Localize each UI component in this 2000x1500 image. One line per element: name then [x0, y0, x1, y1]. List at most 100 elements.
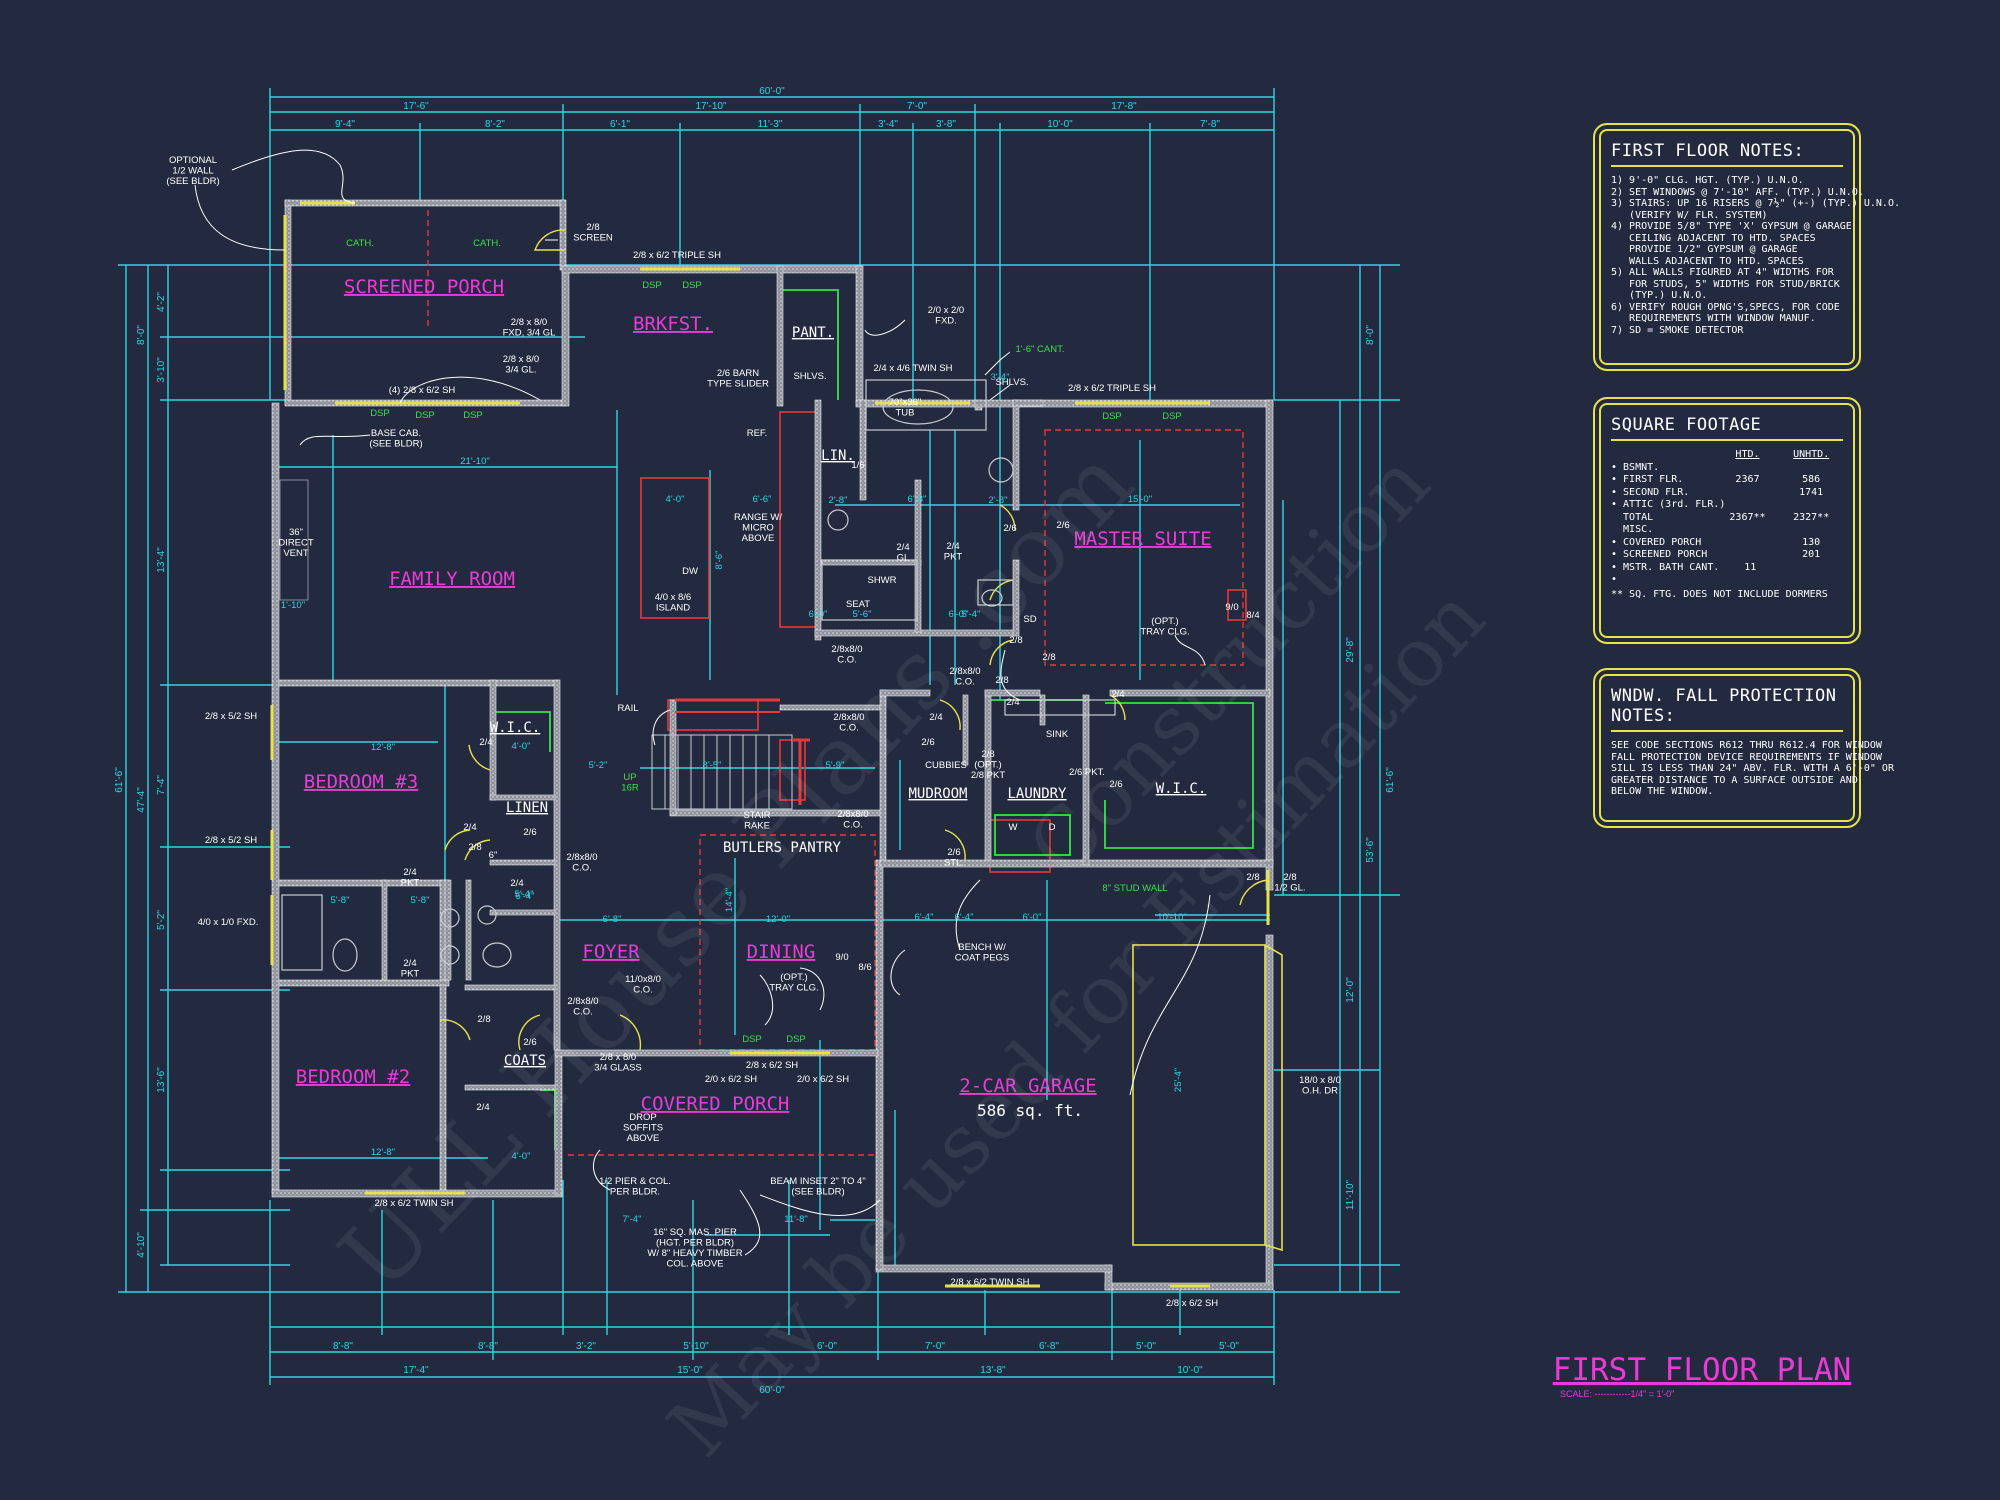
- callout-beam: BEAM INSET 2" TO 4"(SEE BLDR): [770, 1176, 865, 1198]
- door-size-label: 2/6: [1003, 523, 1016, 534]
- room-screened-porch: SCREENED PORCH: [344, 276, 504, 298]
- int-dim: 1'-10": [281, 600, 305, 611]
- callout-triple-sh-top: 2/8 x 6/2 TRIPLE SH: [633, 250, 721, 261]
- square-footage-row: • SECOND FLR.1741: [1611, 487, 1843, 500]
- walls: [271, 199, 1274, 1291]
- dim-top2-1: 8'-2": [485, 119, 505, 130]
- square-footage-cell: 586: [1802, 474, 1821, 485]
- dim-left-overall: 61'-6": [114, 767, 125, 793]
- int-dim: 5'-2": [589, 760, 608, 771]
- square-footage-cell: MISC.: [1611, 524, 1654, 535]
- door-size-label: 2/6: [921, 737, 934, 748]
- int-dim: 2'-8": [829, 495, 848, 506]
- dim-top2-0: 9'-4": [335, 119, 355, 130]
- room-brkfst: BRKFST.: [633, 313, 713, 335]
- dim-top2-5: 3'-8": [936, 119, 956, 130]
- callout-pant-shlvs: SHLVS.: [793, 371, 826, 382]
- room-family-room: FAMILY ROOM: [389, 568, 515, 590]
- int-dim: 4'-0": [512, 741, 531, 752]
- callout-sh-2-0b: 2/0 x 6/2 SH: [797, 1074, 849, 1085]
- first-floor-note-line: 3) STAIRS: UP 16 RISERS @ 7½" (+-) (TYP.…: [1611, 198, 1900, 209]
- callout-cath2: CATH.: [473, 238, 501, 249]
- first-floor-note-line: (TYP.) U.N.O.: [1611, 290, 1708, 301]
- int-dim: 6'-0": [809, 609, 828, 620]
- square-footage-cell: 201: [1802, 549, 1821, 560]
- square-footage-row: • BSMNT.: [1611, 462, 1843, 475]
- callout-fxd-410: 4/0 x 1/0 FXD.: [198, 917, 259, 928]
- first-floor-notes-lines: 1) 9'-0" CLG. HGT. (TYP.) U.N.O.2) SET W…: [1611, 175, 1900, 336]
- door-size-label: 2/4: [1006, 697, 1019, 708]
- room-foyer: FOYER: [582, 941, 640, 963]
- dimension-lines: [118, 88, 1400, 1385]
- room-pantry: PANT.: [792, 325, 834, 341]
- door-size-label: 2/4: [510, 878, 523, 889]
- int-dim: 5'-8": [411, 895, 430, 906]
- callout-bench: BENCH W/COAT PEGS: [955, 942, 1010, 964]
- dim-left-1: 3'-10": [156, 357, 167, 383]
- square-footage-cell: • SECOND FLR.: [1611, 486, 1690, 498]
- square-footage-cell: [1784, 499, 1843, 512]
- dim-bot1-5: 7'-0": [925, 1341, 945, 1352]
- square-footage-cell: [1716, 487, 1780, 500]
- callout-sd: SD: [1023, 614, 1036, 625]
- first-floor-notes-title: FIRST FLOOR NOTES:: [1611, 141, 1843, 167]
- first-floor-note-line: 1) 9'-0" CLG. HGT. (TYP.) U.N.O.: [1611, 175, 1804, 186]
- garage-area: 586 sq. ft.: [977, 1101, 1083, 1120]
- dim-top2-2: 6'-1": [610, 119, 630, 130]
- door-size-label: 2/8: [477, 1014, 490, 1025]
- room-linen-small: LIN.: [821, 448, 855, 464]
- stair: [651, 698, 810, 810]
- square-footage-cell: [1779, 574, 1843, 587]
- callout-dsp: DSP: [463, 410, 483, 421]
- door-size-label: 2/4: [476, 1102, 489, 1113]
- dim-top1-0: 17'-6": [403, 101, 429, 112]
- room-labels: SCREENED PORCH BRKFST. FAMILY ROOM MASTE…: [296, 276, 1212, 1115]
- dim-top2-6: 10'-0": [1047, 119, 1073, 130]
- dim-left-5: 13'-6": [156, 1067, 167, 1093]
- int-dim: 14'-4": [724, 888, 735, 912]
- room-mudroom: MUDROOM: [908, 786, 967, 802]
- first-floor-note-line: 6) VERIFY ROUGH OPNG'S,SPECS, FOR CODE: [1611, 301, 1840, 313]
- callout-sh-2-0a: 2/0 x 6/2 SH: [705, 1074, 757, 1085]
- callout-twin-sh-bed2: 2/8 x 6/2 TWIN SH: [374, 1198, 453, 1209]
- callout-d: D: [1049, 822, 1056, 833]
- dim-left-2: 13'-4": [156, 547, 167, 573]
- room-garage: 2-CAR GARAGE: [959, 1075, 1096, 1097]
- dim-bot1-2: 3'-2": [576, 1341, 596, 1352]
- callout-tub: 70"x36"TUB: [889, 397, 922, 419]
- square-footage-cell: [1781, 562, 1843, 575]
- callout-rail: RAIL: [617, 703, 638, 714]
- dim-left-3: 7'-4": [156, 775, 167, 795]
- callout-dsp: DSP: [786, 1034, 806, 1045]
- callout-twin-sh-top: 2/4 x 4/6 TWIN SH: [873, 363, 952, 374]
- int-dim: 5'-6": [853, 609, 872, 620]
- kitchen-casework: [640, 411, 1247, 873]
- callout-four-sh: (4) 2/8 x 6/2 SH: [389, 385, 456, 396]
- int-dim: 6'-4": [955, 912, 974, 923]
- dim-overall-top: 60'-0": [759, 86, 785, 97]
- tray-ceiling-outlines: [427, 210, 1244, 1156]
- square-footage-cell: • MSTR. BATH CANT.: [1611, 561, 1720, 573]
- dimension-texts: 60'-0" 17'-6" 17'-10" 7'-0" 17'-8" 9'-4"…: [114, 86, 1396, 1396]
- door-swings: [439, 229, 1269, 1051]
- square-footage-cell: [1779, 462, 1843, 475]
- door-size-label: 1/6: [851, 460, 864, 471]
- door-size-label: 2/8: [1246, 872, 1259, 883]
- dim-top1-3: 17'-8": [1111, 101, 1137, 112]
- square-footage-cell: 11: [1744, 561, 1757, 573]
- door-size-label: 2/6: [523, 827, 536, 838]
- int-dim: 11'-8": [784, 1214, 808, 1225]
- int-dim: 5'-4": [515, 889, 534, 900]
- dim-right-mid: 53'-6": [1365, 837, 1376, 863]
